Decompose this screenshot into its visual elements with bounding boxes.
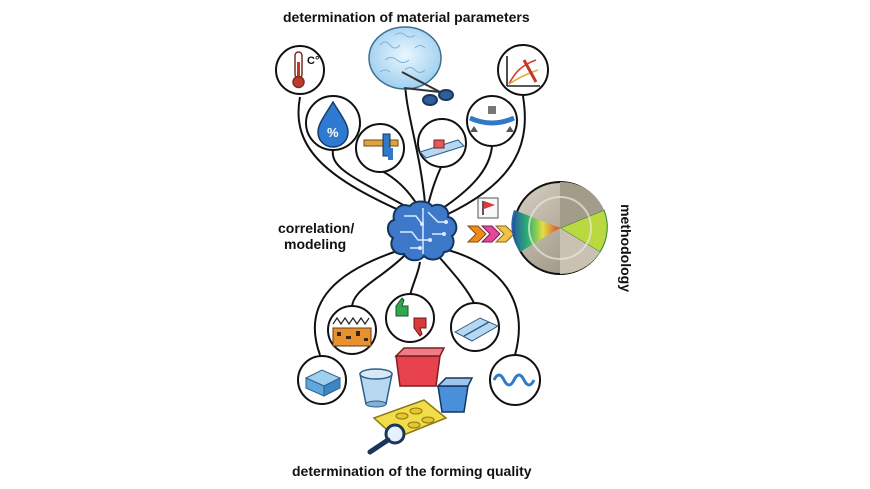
stress-strain-node — [497, 44, 549, 96]
paper-fiber-scissors-icon — [401, 71, 454, 106]
temperature-unit: C° — [307, 55, 319, 67]
modeling-line: modeling — [284, 236, 347, 253]
tensile-node — [417, 118, 467, 168]
thumbs-up-down-icon — [395, 297, 427, 337]
moisture-symbol: % — [327, 125, 339, 140]
texture-node — [327, 305, 377, 355]
brain-node — [386, 200, 458, 262]
thermometer-icon — [292, 51, 305, 89]
caliper-node — [355, 123, 405, 173]
wave-profile-node — [489, 354, 541, 406]
caliper-icon — [363, 133, 399, 160]
water-drop-percent-icon — [317, 100, 349, 148]
thermometer-node — [275, 45, 325, 95]
connector-scissors — [404, 79, 426, 204]
connector-thumbs — [409, 261, 421, 297]
connector-box — [313, 249, 401, 356]
methodology-disc-icon — [511, 181, 608, 275]
magnifier-tray-icon — [367, 399, 448, 455]
connector-tensile — [427, 164, 443, 206]
connector-caliper — [379, 169, 419, 207]
connector-water-drop — [331, 149, 413, 211]
crease-icon — [453, 317, 500, 342]
correlation-line: correlation/ — [278, 220, 355, 236]
material-parameters-title: determination of material parameters — [283, 9, 530, 25]
bending-node — [466, 95, 518, 147]
connector-bending — [439, 145, 493, 211]
connector-thermometer — [297, 96, 411, 216]
paper-fiber-node — [368, 26, 454, 106]
flag-icon — [482, 201, 495, 215]
connector-wave — [447, 249, 520, 356]
water-drop-node — [305, 95, 361, 151]
chevron-arrows-icon — [466, 225, 515, 243]
bending-test-icon — [468, 106, 516, 132]
connector-texture — [350, 254, 406, 311]
connector-stress-strain — [445, 95, 526, 216]
methodology-label: methodology — [617, 204, 634, 292]
forming-quality-title: determination of the forming quality — [292, 463, 532, 479]
connector-crease — [439, 257, 476, 306]
brain-network-icon — [386, 200, 458, 262]
surface-texture-icon — [332, 316, 372, 347]
box-sample-icon — [304, 369, 342, 397]
methodology-disc-node — [511, 181, 608, 275]
wave-profile-icon — [492, 373, 536, 387]
tensile-sample-icon — [419, 139, 465, 159]
correlation-modeling-label: correlation/ modeling — [278, 220, 354, 252]
box-sample-node — [297, 355, 347, 405]
crease-node — [450, 302, 500, 352]
thumbs-node — [385, 293, 435, 343]
formed-cups-icon — [359, 347, 474, 413]
connector-lines — [297, 79, 526, 356]
stress-strain-chart-icon — [506, 56, 540, 87]
flag-node — [477, 197, 499, 219]
